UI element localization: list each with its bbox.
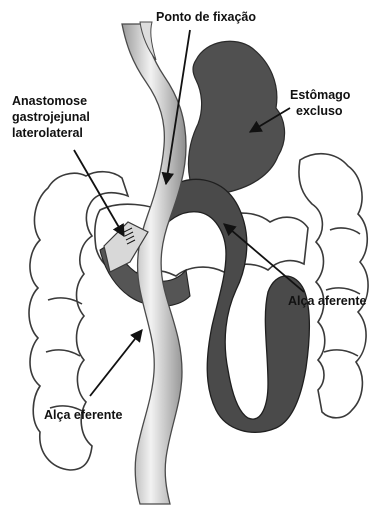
label-excluded-stomach-line2: excluso <box>296 104 343 118</box>
arrow-efferent-loop <box>90 330 142 396</box>
descending-colon <box>299 154 368 418</box>
excluded-stomach <box>188 41 284 193</box>
label-fixation-point: Ponto de fixação <box>156 10 256 24</box>
label-anastomosis-line2: gastrojejunal <box>12 110 90 124</box>
label-afferent-loop: Alça aferente <box>288 294 367 308</box>
label-anastomosis-line3: laterolateral <box>12 126 83 140</box>
label-efferent-loop: Alça eferente <box>44 408 123 422</box>
label-anastomosis-line1: Anastomose <box>12 94 87 108</box>
label-excluded-stomach-line1: Estômago <box>290 88 350 102</box>
